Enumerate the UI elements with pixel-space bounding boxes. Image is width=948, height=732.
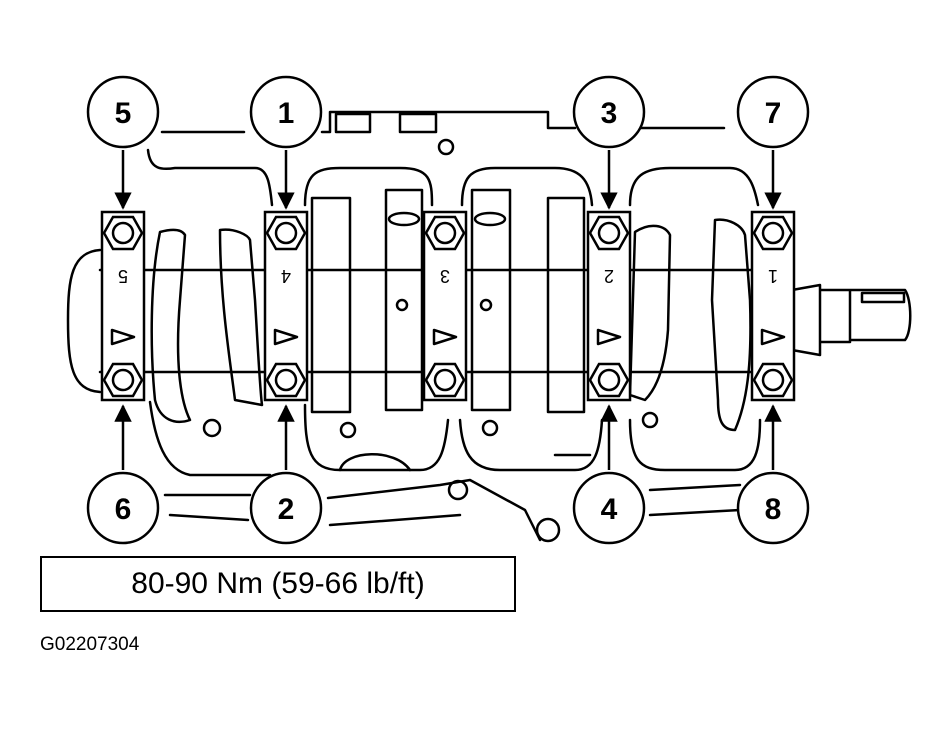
bolt-7-top <box>752 215 794 251</box>
block-boss-2 <box>398 112 438 134</box>
block-hole-left <box>202 418 222 438</box>
block-hole-mid-2 <box>481 419 499 437</box>
cap-number-2: 2 <box>604 266 614 286</box>
crank-dot-2 <box>479 298 493 312</box>
oil-hole-2 <box>473 211 507 227</box>
block-hole-right <box>641 411 659 429</box>
callout-number-1: 1 <box>278 97 295 130</box>
callout-circle-1 <box>249 75 323 149</box>
callout-number-4: 4 <box>601 493 618 526</box>
oil-hole-1 <box>387 211 421 227</box>
callout-number-2: 2 <box>278 493 295 526</box>
callout-circle-7 <box>736 75 810 149</box>
block-hole-lower <box>447 479 469 501</box>
cap-number-1: 1 <box>768 266 778 286</box>
callout-number-8: 8 <box>765 493 782 526</box>
block-hole-top <box>437 138 455 156</box>
block-skirt-outline <box>148 400 762 477</box>
bolt-4-bottom <box>588 362 630 398</box>
crank-web-4 <box>546 196 586 414</box>
crank-snout <box>790 283 912 357</box>
bolt-2-bottom <box>265 362 307 398</box>
crank-web-2 <box>384 188 424 412</box>
crank-web-3 <box>470 188 512 412</box>
torque-spec-box: 80-90 Nm (59-66 lb/ft) <box>40 556 516 612</box>
crank-web-1 <box>310 196 352 414</box>
callout-number-3: 3 <box>601 97 618 130</box>
callout-circle-6 <box>86 471 160 545</box>
cap-number-3: 3 <box>440 266 450 286</box>
block-boss-1 <box>334 112 372 134</box>
block-hole-mid-1 <box>339 421 357 439</box>
counterweight-4 <box>710 218 752 432</box>
callout-number-5: 5 <box>115 97 132 130</box>
callout-circle-5 <box>86 75 160 149</box>
block-web-outline <box>146 148 760 207</box>
cap-number-5: 5 <box>118 266 128 286</box>
bolt-center-bottom <box>424 362 466 398</box>
bolt-5-top <box>102 215 144 251</box>
block-hole-skirt <box>535 517 561 543</box>
block-outline-top <box>160 110 726 134</box>
callout-circle-4 <box>572 471 646 545</box>
crank-dot-1 <box>395 298 409 312</box>
cap-number-4: 4 <box>281 266 291 286</box>
cap-2-triangle-mark <box>596 328 622 346</box>
figure-id: G02207304 <box>40 634 140 655</box>
callout-number-7: 7 <box>765 97 782 130</box>
keyway <box>860 291 906 304</box>
cap-5-triangle-mark <box>110 328 136 346</box>
counterweight-2 <box>218 228 264 407</box>
callout-circle-2 <box>249 471 323 545</box>
cap-4-triangle-mark <box>273 328 299 346</box>
bolt-1-top <box>265 215 307 251</box>
cap-3-triangle-mark <box>432 328 458 346</box>
callout-circle-3 <box>572 75 646 149</box>
bolt-center-top <box>424 215 466 251</box>
bolt-8-bottom <box>752 362 794 398</box>
cap-1-triangle-mark <box>760 328 786 346</box>
crank-rear-flange <box>66 248 102 394</box>
torque-spec-text: 80-90 Nm (59-66 lb/ft) <box>131 567 425 600</box>
block-lower-rail <box>163 453 742 542</box>
bolt-3-top <box>588 215 630 251</box>
counterweight-1 <box>150 228 192 424</box>
counterweight-3 <box>628 224 672 402</box>
oil-pan-sump <box>338 453 412 472</box>
callout-number-6: 6 <box>115 493 132 526</box>
callout-circle-8 <box>736 471 810 545</box>
bolt-6-bottom <box>102 362 144 398</box>
